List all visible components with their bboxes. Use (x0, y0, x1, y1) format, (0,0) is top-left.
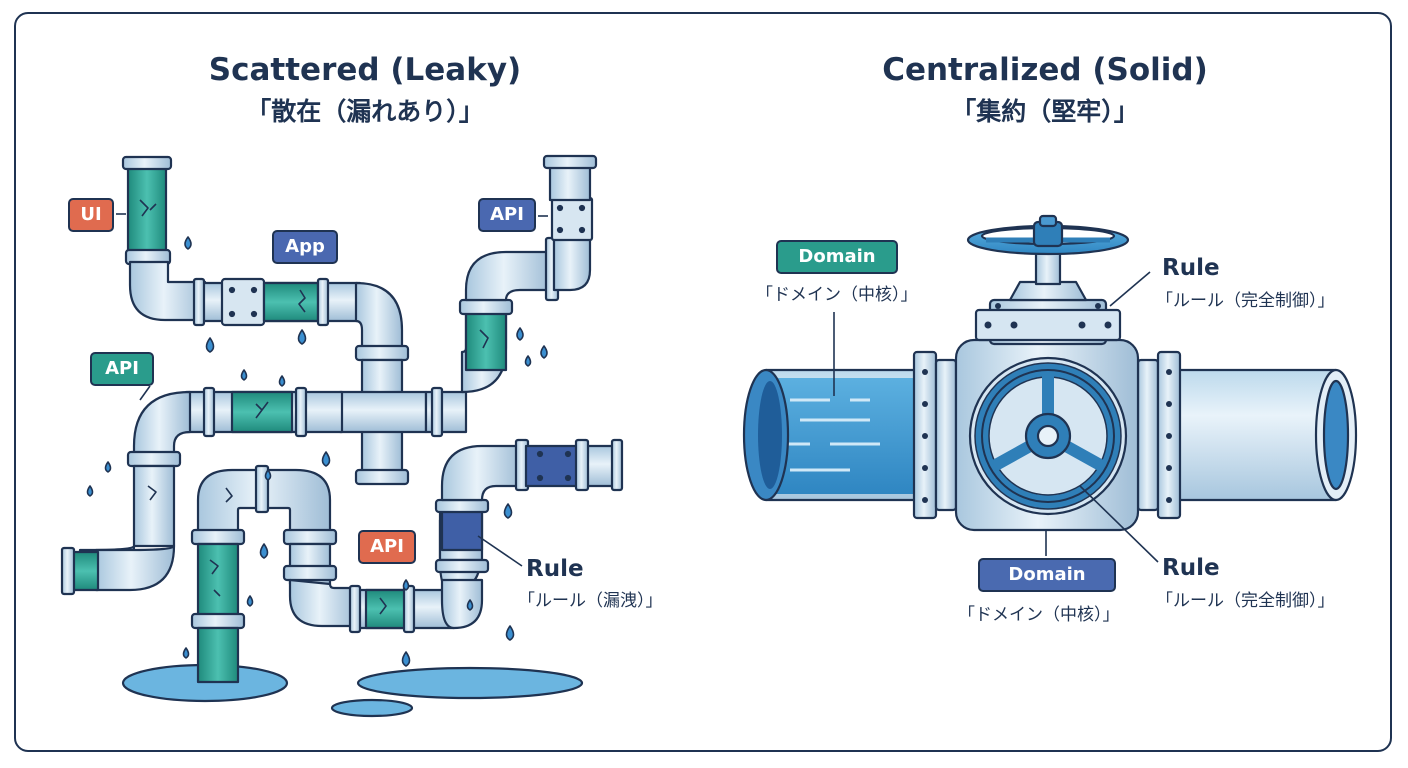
badge-ui: UI (68, 198, 114, 232)
domain-bottom-badge: Domain (978, 558, 1116, 592)
rule-top-sub: 「ルール（完全制御）」 (1156, 291, 1335, 311)
water-drops (86, 236, 548, 667)
badge-api-bottom: API (358, 530, 416, 564)
rule-bottom-label: Rule (1162, 555, 1220, 581)
badge-app: App (272, 230, 338, 264)
rule-bottom-sub: 「ルール（完全制御）」 (1156, 591, 1335, 611)
badge-api-top: API (478, 198, 536, 232)
right-title: Centralized (Solid) (882, 52, 1208, 88)
domain-top-sub: 「ドメイン（中核）」 (756, 285, 918, 305)
left-rule-sub: 「ルール（漏洩）」 (518, 591, 663, 611)
badge-api-left: API (90, 352, 154, 386)
domain-bottom-sub: 「ドメイン（中核）」 (958, 605, 1120, 625)
left-subtitle: 「散在（漏れあり）」 (246, 97, 484, 126)
left-rule-label: Rule (526, 556, 584, 582)
domain-top-badge: Domain (776, 240, 898, 274)
rule-top-label: Rule (1162, 255, 1220, 281)
left-title: Scattered (Leaky) (208, 52, 522, 88)
water-puddles (121, 663, 584, 718)
right-subtitle: 「集約（堅牢）」 (951, 97, 1139, 126)
